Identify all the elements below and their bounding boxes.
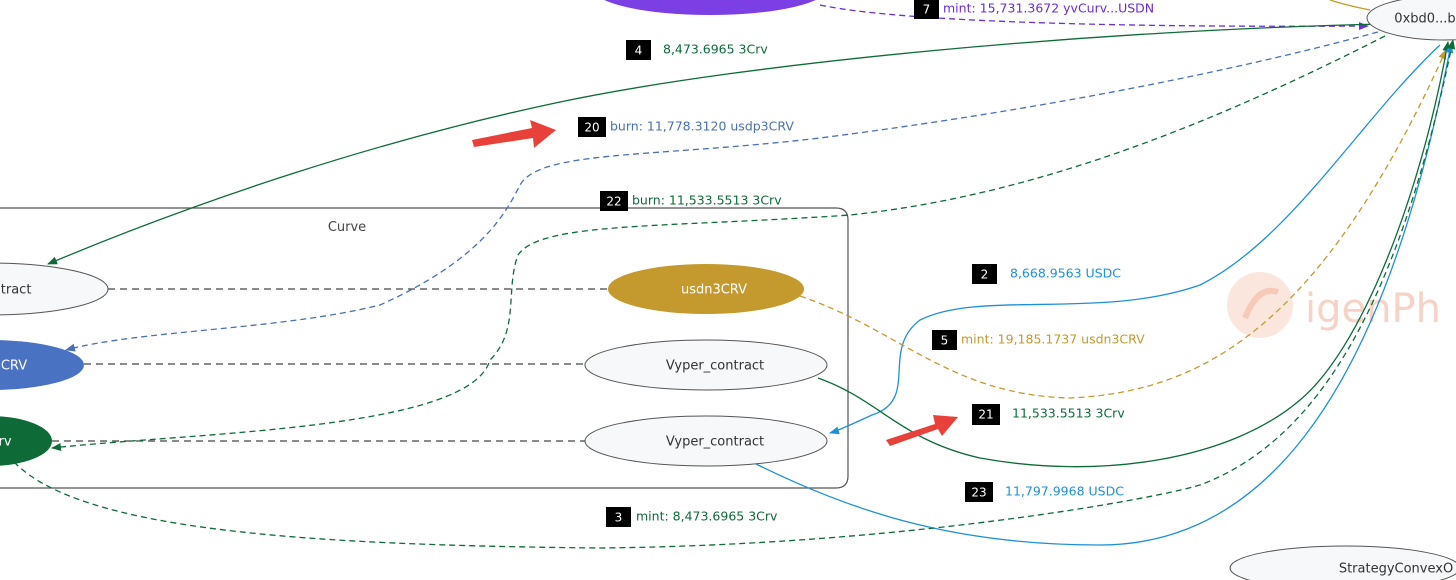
edge-3-line bbox=[13, 39, 1456, 549]
red-arrow-icon bbox=[886, 415, 958, 446]
edge-23-line bbox=[755, 43, 1454, 546]
node-usdn3crv[interactable]: usdn3CRV bbox=[608, 264, 804, 314]
annotation-arrows bbox=[472, 120, 958, 446]
watermark-text: igenPh bbox=[1305, 286, 1441, 332]
svg-text:23: 23 bbox=[971, 486, 986, 500]
internal-links bbox=[52, 288, 608, 442]
svg-text:burn: 11,778.3120 usdp3CRV: burn: 11,778.3120 usdp3CRV bbox=[610, 119, 794, 134]
svg-text:21: 21 bbox=[978, 408, 993, 422]
node-strategy-label: StrategyConvexO bbox=[1339, 562, 1453, 577]
watermark: igenPh bbox=[1227, 272, 1441, 338]
node-vyper2[interactable]: Vyper_contract bbox=[584, 415, 828, 467]
node-crv-left-label: CRV bbox=[1, 359, 27, 374]
node-vyper1[interactable]: Vyper_contract bbox=[584, 339, 828, 391]
svg-text:20: 20 bbox=[584, 121, 599, 135]
svg-text:3: 3 bbox=[615, 511, 623, 525]
svg-text:5: 5 bbox=[941, 334, 949, 348]
svg-text:mint: 19,185.1737 usdn3CRV: mint: 19,185.1737 usdn3CRV bbox=[961, 332, 1145, 347]
svg-text:8,473.6965 3Crv: 8,473.6965 3Crv bbox=[663, 42, 768, 57]
edge-2-label: 2 8,668.9563 USDC bbox=[972, 264, 1121, 284]
edge-labels: 7 mint: 15,731.3672 yvCurv...USDN 4 8,47… bbox=[578, 0, 1154, 527]
node-contract-left[interactable]: ontract bbox=[0, 262, 109, 316]
edge-20-line bbox=[65, 31, 1379, 352]
red-arrow-icon bbox=[472, 120, 556, 148]
edge-5-label: 5 mint: 19,185.1737 usdn3CRV bbox=[932, 330, 1145, 350]
svg-text:mint: 15,731.3672 yvCurv...U: mint: 15,731.3672 yvCurv...USDN bbox=[943, 1, 1154, 16]
svg-text:11,533.5513 3Crv: 11,533.5513 3Crv bbox=[1012, 406, 1125, 421]
svg-text:8,668.9563 USDC: 8,668.9563 USDC bbox=[1010, 266, 1121, 281]
edge-5-line bbox=[799, 49, 1447, 399]
edge-2-line bbox=[829, 44, 1441, 435]
edge-7-label: 7 mint: 15,731.3672 yvCurv...USDN bbox=[914, 0, 1154, 19]
edge-21-label: 21 11,533.5513 3Crv bbox=[972, 404, 1125, 425]
edge-gold-top bbox=[1329, 0, 1371, 11]
edge-20-label: 20 burn: 11,778.3120 usdp3CRV bbox=[578, 117, 794, 137]
cluster-label: Curve bbox=[328, 220, 366, 235]
edge-22-label: 22 burn: 11,533.5513 3Crv bbox=[600, 191, 782, 211]
node-vyper1-label: Vyper_contract bbox=[666, 359, 764, 374]
edge-23-label: 23 11,797.9968 USDC bbox=[965, 482, 1124, 502]
edge-3-label: 3 mint: 8,473.6965 3Crv bbox=[606, 507, 778, 527]
svg-text:mint: 8,473.6965 3Crv: mint: 8,473.6965 3Crv bbox=[636, 509, 778, 524]
node-account-label: 0xbd0...b bbox=[1394, 12, 1455, 27]
node-crv-left[interactable]: CRV bbox=[0, 340, 84, 390]
svg-text:22: 22 bbox=[606, 195, 621, 209]
curve-cluster: Curve bbox=[0, 207, 849, 489]
edge-21-line bbox=[817, 41, 1451, 468]
edge-4-line bbox=[47, 23, 1386, 265]
node-vyper2-label: Vyper_contract bbox=[666, 435, 764, 450]
svg-text:burn: 11,533.5513 3Crv: burn: 11,533.5513 3Crv bbox=[632, 193, 782, 208]
edge-4-label: 4 8,473.6965 3Crv bbox=[626, 40, 768, 60]
svg-text:7: 7 bbox=[923, 3, 931, 17]
svg-text:4: 4 bbox=[635, 44, 643, 58]
node-strategy[interactable]: StrategyConvexO bbox=[1229, 545, 1456, 580]
node-rv-left[interactable]: rv bbox=[0, 416, 52, 466]
node-account[interactable]: 0xbd0...b bbox=[1366, 0, 1456, 41]
node-usdn3crv-label: usdn3CRV bbox=[681, 283, 747, 298]
edge-7-line bbox=[819, 4, 1369, 31]
svg-text:11,797.9968 USDC: 11,797.9968 USDC bbox=[1005, 484, 1124, 499]
node-purple-top[interactable] bbox=[592, 0, 828, 15]
node-rv-left-label: rv bbox=[0, 435, 12, 450]
edge-22-line bbox=[51, 35, 1386, 452]
svg-text:2: 2 bbox=[981, 268, 989, 282]
node-contract-left-label: ontract bbox=[0, 283, 31, 298]
